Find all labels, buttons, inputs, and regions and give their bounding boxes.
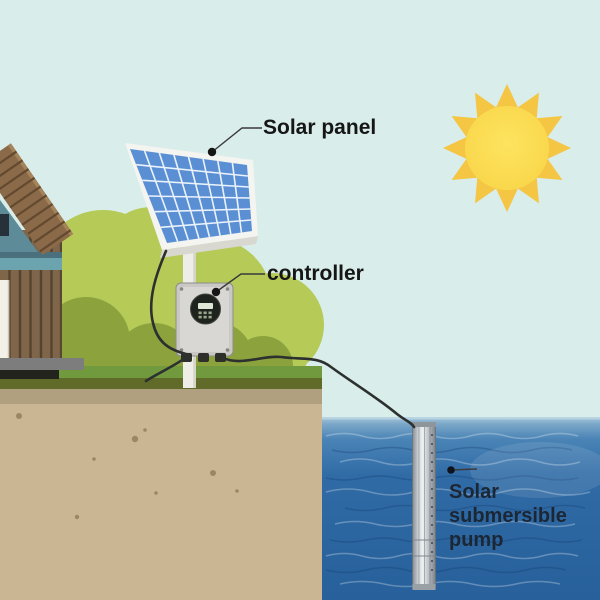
- controller-label: controller: [267, 262, 364, 285]
- panel-label-dot: [207, 147, 217, 157]
- ground: [0, 366, 322, 600]
- controller-to-pump-cable: [219, 355, 416, 429]
- cabin-steps: [0, 358, 84, 379]
- panel-grid: [136, 150, 252, 242]
- panel-to-controller-cable: [149, 249, 188, 356]
- solar-panel-label: Solar panel: [263, 116, 377, 139]
- cabin-door: [0, 280, 9, 362]
- cabin: [0, 143, 74, 380]
- pebbles: [16, 413, 239, 520]
- solar-panel: [125, 143, 258, 258]
- pump-label: Solar submersible pump: [449, 481, 567, 551]
- gable-window: [0, 214, 9, 236]
- cables: [144, 249, 416, 429]
- sun-icon: [443, 84, 571, 212]
- cabin-gable: [0, 200, 38, 252]
- cabin-roof: [0, 143, 74, 255]
- label-leaders: [207, 127, 478, 474]
- controller-screws: [179, 287, 230, 352]
- submersible-pump: [412, 422, 436, 590]
- controller-box: [175, 282, 234, 362]
- water-ripples: [325, 432, 600, 588]
- controller-label-dot: [211, 287, 221, 297]
- pump-label-dot: [447, 466, 455, 474]
- cabin-trim-band: [0, 258, 62, 270]
- panel-cells: [130, 149, 252, 243]
- soil-bank: [0, 404, 322, 600]
- water: [322, 417, 600, 600]
- controller-ground-cable: [144, 354, 190, 383]
